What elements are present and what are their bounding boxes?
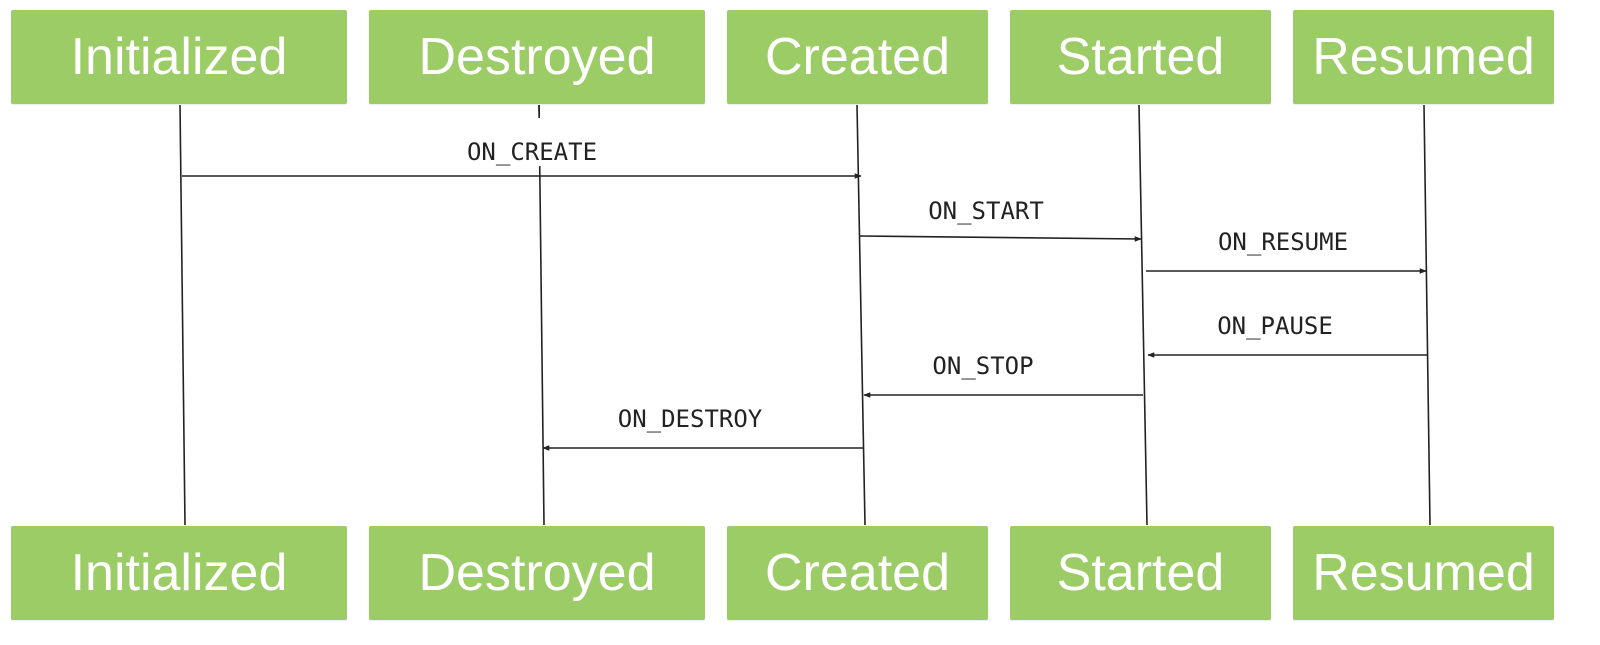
state-label: Resumed (1312, 544, 1535, 602)
state-created-bottom: Created (727, 526, 988, 620)
state-label: Destroyed (418, 28, 656, 86)
state-resumed-bottom: Resumed (1293, 526, 1554, 620)
event-label-on-create: ON_CREATE (467, 138, 597, 166)
event-label-on-destroy: ON_DESTROY (618, 405, 763, 433)
event-label-on-pause: ON_PAUSE (1217, 312, 1333, 340)
event-label-on-start: ON_START (928, 197, 1044, 225)
state-created-top: Created (727, 10, 988, 104)
lifeline-initialized (179, 104, 186, 526)
state-label: Resumed (1312, 28, 1535, 86)
state-label: Created (765, 28, 950, 86)
state-label: Started (1056, 28, 1225, 86)
state-destroyed-top: Destroyed (369, 10, 705, 104)
lifeline-created (856, 104, 866, 526)
state-resumed-top: Resumed (1293, 10, 1554, 104)
state-label: Started (1056, 544, 1225, 602)
state-label: Initialized (70, 28, 288, 86)
state-label: Initialized (70, 544, 288, 602)
lifeline-resumed (1423, 104, 1431, 526)
state-initialized-bottom: Initialized (11, 526, 347, 620)
arrow-on-start (859, 235, 1142, 242)
state-destroyed-bottom: Destroyed (369, 526, 705, 620)
state-started-top: Started (1010, 10, 1271, 104)
event-label-on-resume: ON_RESUME (1218, 228, 1348, 256)
lifeline-started (1138, 104, 1148, 526)
lifeline-destroyed (538, 104, 545, 526)
state-label: Created (765, 544, 950, 602)
event-label-on-stop: ON_STOP (932, 352, 1033, 380)
state-initialized-top: Initialized (11, 10, 347, 104)
state-label: Destroyed (418, 544, 656, 602)
state-started-bottom: Started (1010, 526, 1271, 620)
